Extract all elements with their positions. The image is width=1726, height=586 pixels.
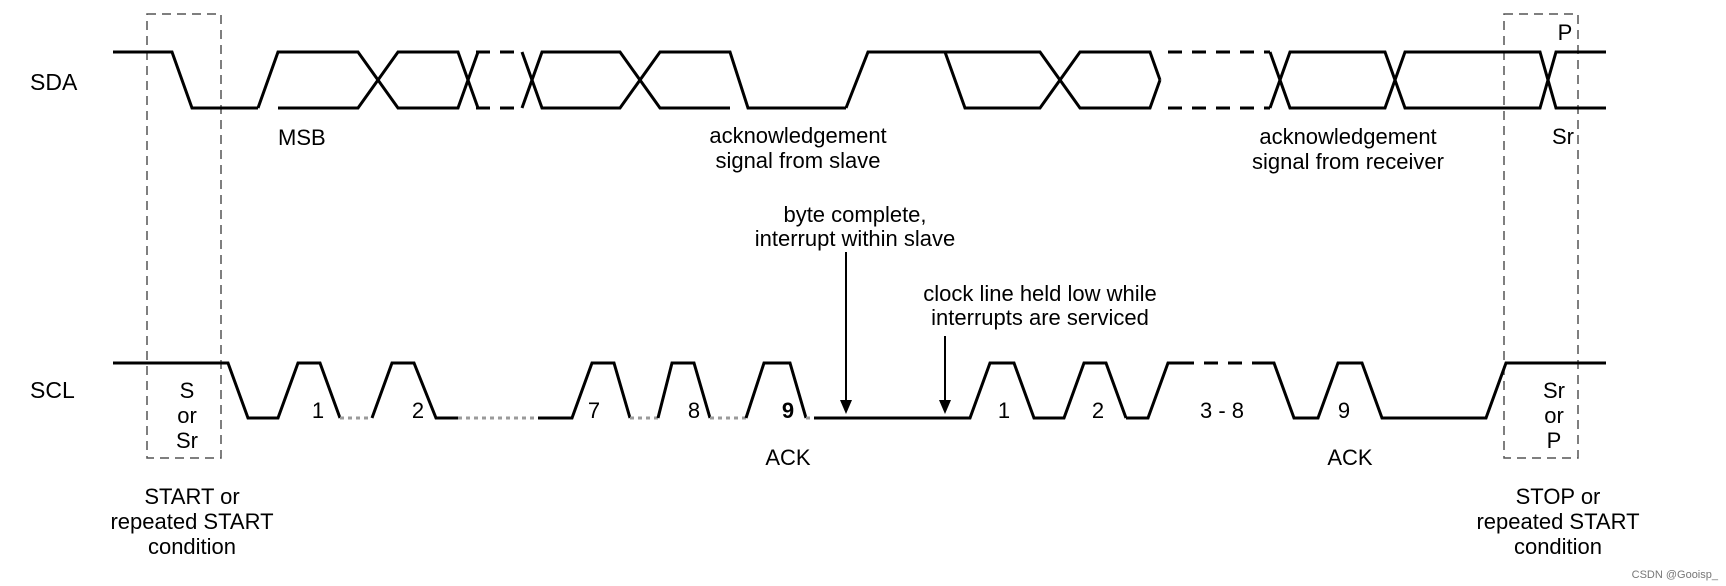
clock-number-ack: 9 bbox=[782, 398, 794, 423]
clock-number: 1 bbox=[998, 398, 1010, 423]
clock-number: 8 bbox=[688, 398, 700, 423]
ack-slave-line2: signal from slave bbox=[715, 148, 880, 173]
clock-number: 2 bbox=[412, 398, 424, 423]
start-condition-line3: condition bbox=[148, 534, 236, 559]
msb-label: MSB bbox=[278, 125, 326, 150]
clock-number: 2 bbox=[1092, 398, 1104, 423]
stop-box-sr: Sr bbox=[1543, 378, 1565, 403]
ack-label-2: ACK bbox=[1327, 445, 1373, 470]
clock-held-line2: interrupts are serviced bbox=[931, 305, 1149, 330]
clock-number: 7 bbox=[588, 398, 600, 423]
stop-box-p-top: P bbox=[1558, 20, 1573, 45]
start-condition-line2: repeated START bbox=[110, 509, 273, 534]
ack-slave-line1: acknowledgement bbox=[709, 123, 886, 148]
clock-number: 1 bbox=[312, 398, 324, 423]
clock-number-range: 3 - 8 bbox=[1200, 398, 1244, 423]
ack-receiver-line2: signal from receiver bbox=[1252, 149, 1444, 174]
scl-label: SCL bbox=[30, 377, 75, 403]
sda-waveform bbox=[113, 50, 1606, 110]
start-condition-box bbox=[146, 13, 222, 459]
stop-condition-box bbox=[1503, 13, 1579, 459]
byte-complete-line2: interrupt within slave bbox=[755, 226, 956, 251]
start-condition-line1: START or bbox=[144, 484, 239, 509]
stop-condition-line1: STOP or bbox=[1516, 484, 1601, 509]
stop-box-p: P bbox=[1547, 428, 1562, 453]
byte-complete-arrow bbox=[840, 252, 852, 414]
start-box-s: S bbox=[180, 378, 195, 403]
start-box-or: or bbox=[177, 403, 197, 428]
scl-waveform bbox=[113, 361, 1606, 420]
ack-receiver-line1: acknowledgement bbox=[1259, 124, 1436, 149]
stop-condition-line2: repeated START bbox=[1476, 509, 1639, 534]
stop-box-or: or bbox=[1544, 403, 1564, 428]
sda-label: SDA bbox=[30, 69, 78, 95]
clock-held-arrow bbox=[939, 336, 951, 414]
clock-number: 9 bbox=[1338, 398, 1350, 423]
byte-complete-line1: byte complete, bbox=[783, 202, 926, 227]
stop-condition-line3: condition bbox=[1514, 534, 1602, 559]
watermark: CSDN @Gooisp_ bbox=[1632, 569, 1719, 581]
stop-box-sr-bottom: Sr bbox=[1552, 124, 1574, 149]
start-box-sr: Sr bbox=[176, 428, 198, 453]
clock-held-line1: clock line held low while bbox=[923, 281, 1157, 306]
ack-label-1: ACK bbox=[765, 445, 811, 470]
